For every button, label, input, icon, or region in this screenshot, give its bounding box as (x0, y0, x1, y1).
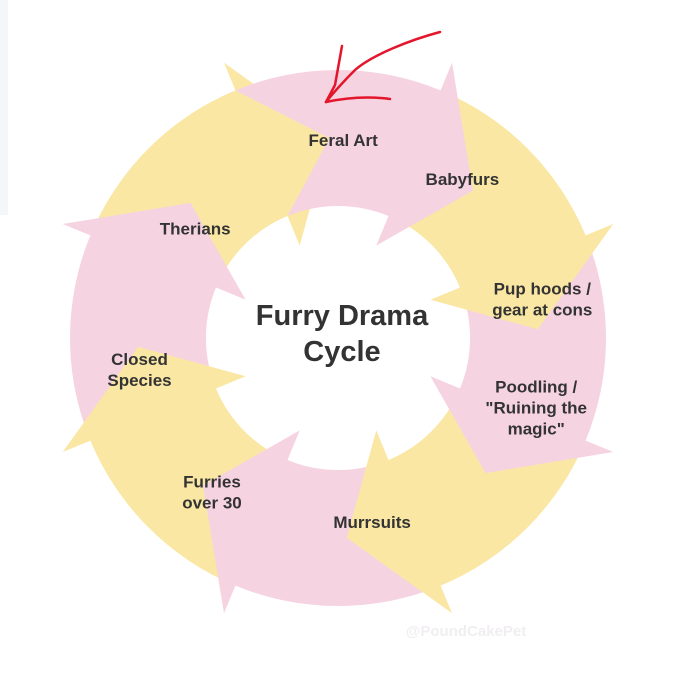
cycle-arrow-segment (430, 235, 614, 474)
cycle-arrow-segment (90, 62, 330, 288)
cycle-segments (62, 62, 614, 614)
cycle-stage-label-line: Furries (183, 473, 241, 492)
cycle-stage-label-line: Closed (111, 350, 168, 369)
cycle-stage-label: Poodling / "Ruining the magic" (485, 377, 587, 438)
cycle-stage-label: Murrsuits (333, 513, 410, 532)
window-edge (0, 0, 8, 215)
red-arrow-icon (324, 30, 442, 104)
cycle-stage-label: Pup hoods / gear at cons (492, 280, 592, 320)
cycle-stage-label: Feral Art (309, 131, 379, 150)
cycle-stage-label-line: Murrsuits (333, 513, 410, 532)
cycle-arrow-segment (62, 346, 288, 586)
cycle-stage-label-line: Species (107, 371, 171, 390)
cycle-arrow-segment (346, 388, 586, 614)
cycle-stage-label-line: Feral Art (309, 131, 379, 150)
cycle-arrow-segment (62, 202, 246, 441)
cycle-stage-label-line: magic" (508, 419, 565, 438)
cycle-stage-label-line: gear at cons (492, 301, 592, 320)
cycle-stage-label: Babyfurs (426, 170, 500, 189)
cycle-stage-label-line: Therians (160, 219, 231, 238)
cycle-arrow-segment (235, 62, 474, 246)
cycle-stage-label-line: Poodling / (495, 377, 577, 396)
diagram-title-line-1: Furry Drama (256, 300, 429, 332)
cycle-stage-label-line: Pup hoods / (494, 280, 592, 299)
cycle-stage-label-line: "Ruining the (485, 398, 587, 417)
cycle-stage-label: Therians (160, 219, 231, 238)
cycle-stage-label-line: over 30 (182, 494, 242, 513)
cycle-arrow-segment (388, 90, 614, 330)
diagram-title-line-2: Cycle (303, 336, 380, 368)
watermark: @PoundCakePet (406, 623, 526, 640)
cycle-stage-label: Furries over 30 (182, 473, 242, 513)
cycle-stage-label-line: Babyfurs (426, 170, 500, 189)
cycle-arrow-segment (202, 430, 441, 614)
